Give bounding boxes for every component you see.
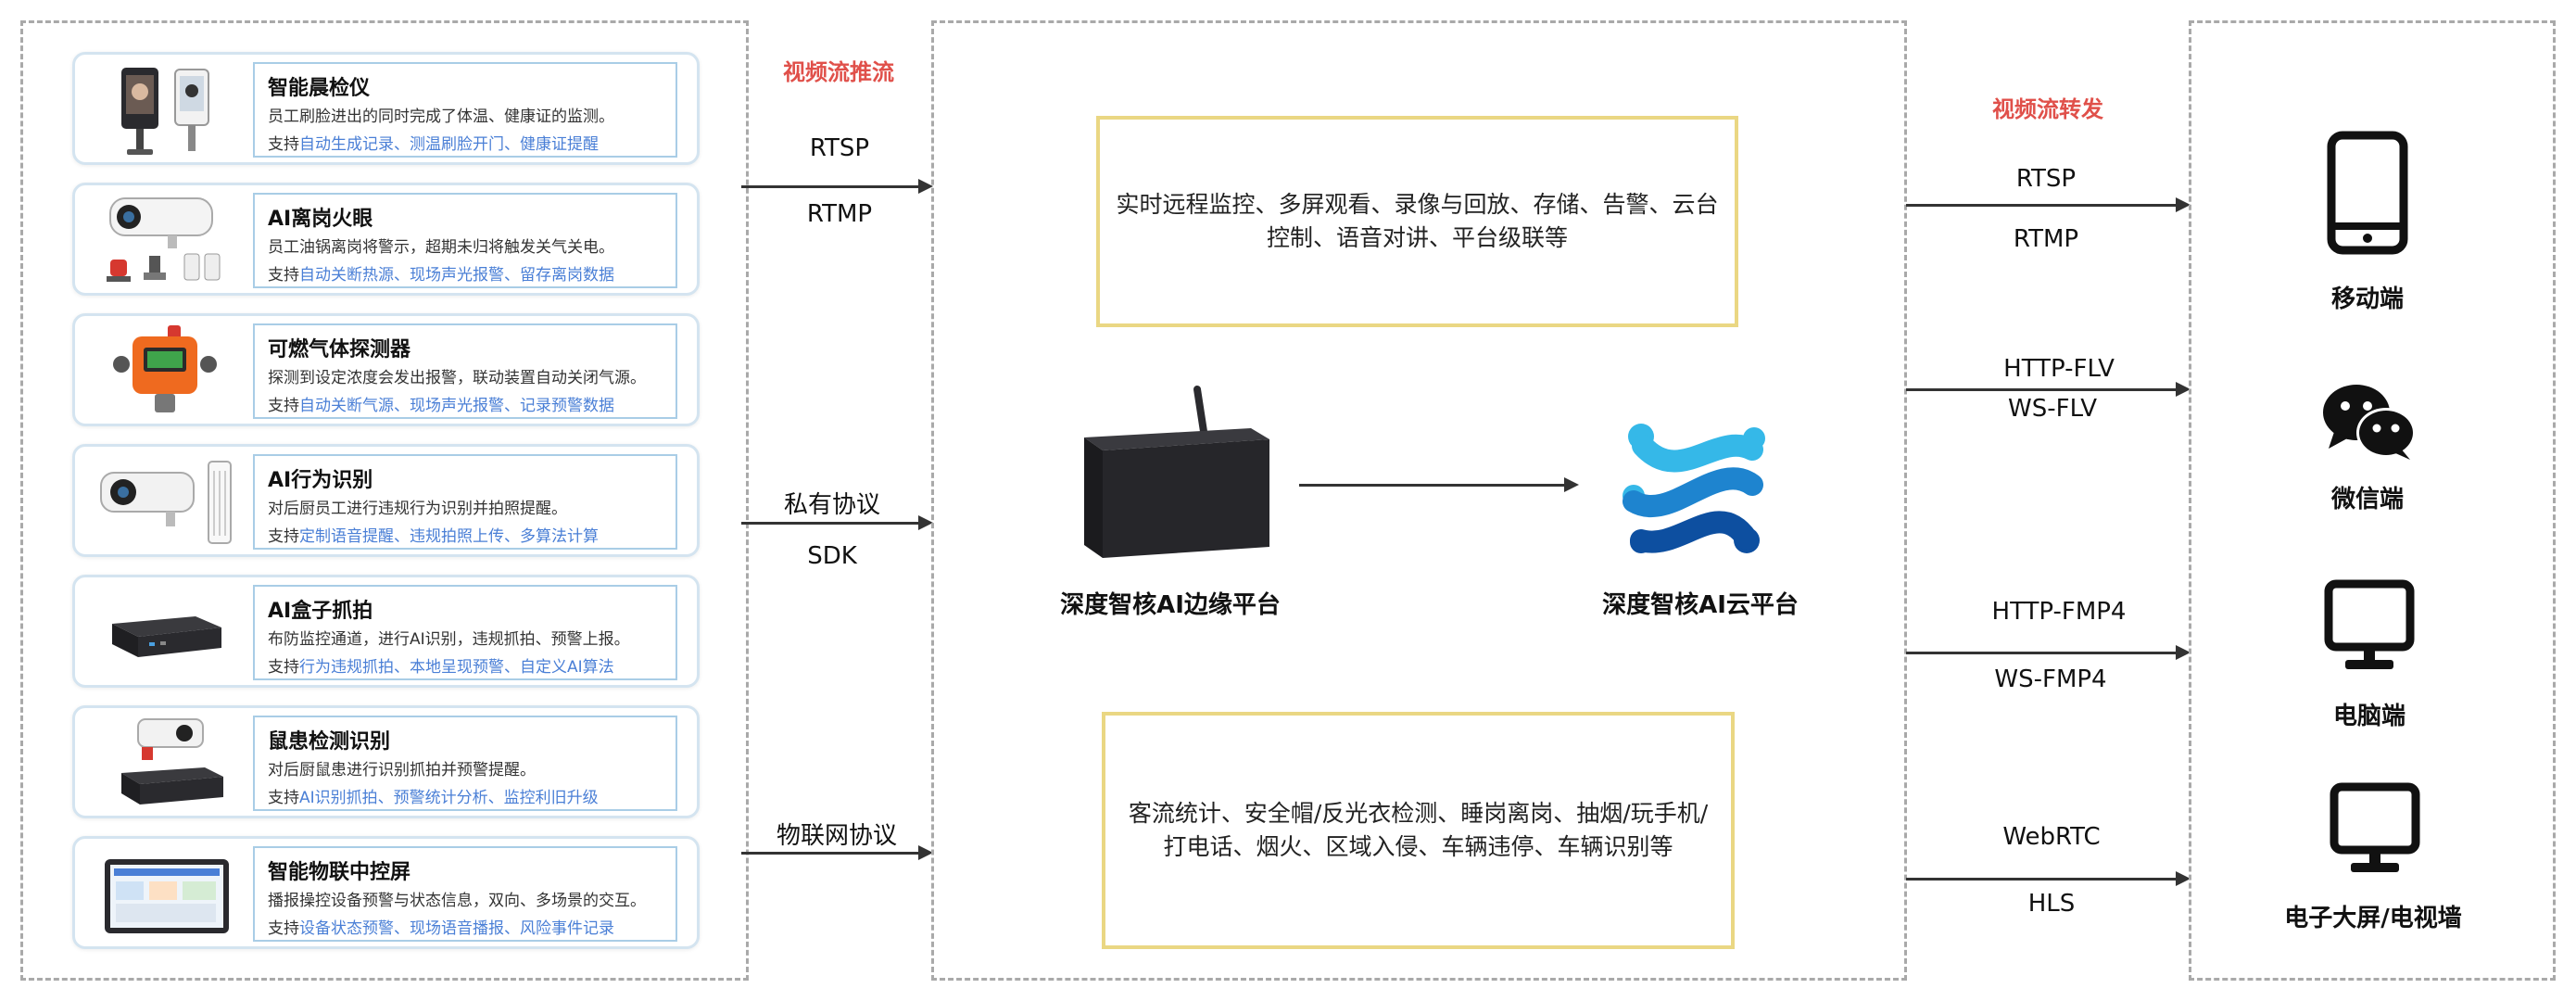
support-prefix: 支持 bbox=[268, 397, 299, 415]
device-card-gas-detector: 可燃气体探测器 探测到设定浓度会发出报警，联动装置自动关闭气源。 支持自动关断气… bbox=[72, 313, 700, 426]
wechat-icon bbox=[2321, 382, 2418, 465]
protocol-label: WebRTC bbox=[2002, 823, 2101, 851]
forward-arrow-2 bbox=[1906, 382, 2191, 397]
device-support: 支持定制语音提醒、违规拍照上传、多算法计算 bbox=[268, 523, 599, 546]
protocol-label: RTMP bbox=[2013, 225, 2079, 253]
device-title: 鼠患检测识别 bbox=[268, 730, 391, 754]
device-description: 员工油锅离岗将警示，超期未归将触发关气关电。 bbox=[268, 238, 614, 257]
device-card-ai-box: AI盒子抓拍 布防监控通道，进行AI识别，违规抓拍、预警上报。 支持行为违规抓拍… bbox=[72, 575, 700, 688]
cloud-platform-logo-icon bbox=[1615, 412, 1773, 569]
support-links[interactable]: 自动关断气源、现场声光报警、记录预警数据 bbox=[299, 397, 614, 415]
rodent-camera-icon bbox=[84, 714, 246, 812]
device-info-box: AI行为识别 对后厨员工进行违规行为识别并拍照提醒。 支持定制语音提醒、违规拍照… bbox=[253, 454, 677, 550]
platform-panel bbox=[931, 20, 1907, 981]
protocol-label: 物联网协议 bbox=[776, 822, 898, 850]
forward-arrow-3 bbox=[1906, 645, 2191, 660]
protocol-label: WS-FMP4 bbox=[1994, 665, 2107, 693]
device-info-box: 可燃气体探测器 探测到设定浓度会发出报警，联动装置自动关闭气源。 支持自动关断气… bbox=[253, 323, 677, 419]
device-description: 对后厨鼠患进行识别抓拍并预警提醒。 bbox=[268, 761, 536, 779]
monitor-icon bbox=[2323, 578, 2416, 678]
forward-arrow-1 bbox=[1906, 197, 2191, 212]
pc-client-label: 电脑端 bbox=[2332, 703, 2406, 730]
device-info-box: 智能物联中控屏 播报操控设备预警与状态信息，双向、多场景的交互。 支持设备状态预… bbox=[253, 846, 677, 942]
bullet-camera-alarm-icon bbox=[84, 191, 246, 289]
device-info-box: 鼠患检测识别 对后厨鼠患进行识别抓拍并预警提醒。 支持AI识别抓拍、预警统计分析… bbox=[253, 716, 677, 811]
support-links[interactable]: 自动生成记录、测温刷脸开门、健康证提醒 bbox=[299, 135, 599, 154]
support-prefix: 支持 bbox=[268, 658, 299, 677]
gas-detector-icon bbox=[84, 322, 246, 420]
behavior-camera-icon bbox=[84, 452, 246, 551]
device-panel bbox=[20, 20, 749, 981]
support-prefix: 支持 bbox=[268, 266, 299, 285]
platform-features-text: 实时远程监控、多屏观看、录像与回放、存储、告警、云台控制、语音对讲、平台级联等 bbox=[1116, 190, 1719, 251]
protocol-label: RTMP bbox=[806, 200, 873, 228]
ai-algorithms-text: 客流统计、安全帽/反光衣检测、睡岗离岗、抽烟/玩手机/打电话、烟火、区域入侵、车… bbox=[1128, 799, 1709, 860]
device-title: AI离岗火眼 bbox=[268, 208, 373, 231]
device-card-control-screen: 智能物联中控屏 播报操控设备预警与状态信息，双向、多场景的交互。 支持设备状态预… bbox=[72, 836, 700, 949]
large-screen-icon bbox=[2329, 781, 2421, 881]
cloud-platform-label: 深度智核AI云平台 bbox=[1602, 591, 1799, 619]
ai-box-icon bbox=[84, 583, 246, 681]
device-description: 对后厨员工进行违规行为识别并拍照提醒。 bbox=[268, 500, 567, 518]
forward-stream-label: 视频流转发 bbox=[1992, 96, 2103, 122]
device-title: AI行为识别 bbox=[268, 469, 373, 492]
device-card-rodent: 鼠患检测识别 对后厨鼠患进行识别抓拍并预警提醒。 支持AI识别抓拍、预警统计分析… bbox=[72, 705, 700, 818]
client-panel bbox=[2189, 20, 2556, 981]
device-card-behavior: AI行为识别 对后厨员工进行违规行为识别并拍照提醒。 支持定制语音提醒、违规拍照… bbox=[72, 444, 700, 557]
protocol-label: RTSP bbox=[2015, 165, 2077, 193]
device-support: 支持行为违规抓拍、本地呈现预警、自定义AI算法 bbox=[268, 653, 614, 677]
device-support: 支持自动关断热源、现场声光报警、留存离岗数据 bbox=[268, 261, 614, 285]
face-recognition-terminal-icon bbox=[84, 60, 246, 158]
protocol-label: 私有协议 bbox=[783, 491, 881, 519]
ai-algorithms-box: 客流统计、安全帽/反光衣检测、睡岗离岗、抽烟/玩手机/打电话、烟火、区域入侵、车… bbox=[1102, 712, 1735, 949]
platform-features-box: 实时远程监控、多屏观看、录像与回放、存储、告警、云台控制、语音对讲、平台级联等 bbox=[1096, 116, 1738, 327]
edge-platform-label: 深度智核AI边缘平台 bbox=[1060, 591, 1281, 619]
push-arrow-1 bbox=[741, 179, 933, 194]
device-info-box: 智能晨检仪 员工刷脸进出的同时完成了体温、健康证的监测。 支持自动生成记录、测温… bbox=[253, 62, 677, 158]
device-title: 可燃气体探测器 bbox=[268, 338, 411, 361]
big-screen-client-label: 电子大屏/电视墙 bbox=[2284, 905, 2462, 932]
device-support: 支持自动生成记录、测温刷脸开门、健康证提醒 bbox=[268, 131, 599, 154]
wechat-client-label: 微信端 bbox=[2330, 486, 2405, 513]
device-card-morning-check: 智能晨检仪 员工刷脸进出的同时完成了体温、健康证的监测。 支持自动生成记录、测温… bbox=[72, 52, 700, 165]
device-title: 智能物联中控屏 bbox=[268, 861, 411, 884]
device-title: 智能晨检仪 bbox=[268, 77, 371, 100]
device-description: 探测到设定浓度会发出报警，联动装置自动关闭气源。 bbox=[268, 369, 646, 387]
support-links[interactable]: 设备状态预警、现场语音播报、风险事件记录 bbox=[299, 919, 614, 938]
device-support: 支持自动关断气源、现场声光报警、记录预警数据 bbox=[268, 392, 614, 415]
forward-arrow-4 bbox=[1906, 871, 2191, 886]
support-prefix: 支持 bbox=[268, 135, 299, 154]
device-title: AI盒子抓拍 bbox=[268, 600, 373, 623]
support-links[interactable]: 自动关断热源、现场声光报警、留存离岗数据 bbox=[299, 266, 614, 285]
support-prefix: 支持 bbox=[268, 527, 299, 546]
device-support: 支持设备状态预警、现场语音播报、风险事件记录 bbox=[268, 915, 614, 938]
device-info-box: AI盒子抓拍 布防监控通道，进行AI识别，违规抓拍、预警上报。 支持行为违规抓拍… bbox=[253, 585, 677, 680]
mobile-client-label: 移动端 bbox=[2330, 285, 2405, 313]
edge-to-cloud-arrow bbox=[1299, 477, 1579, 492]
device-description: 播报操控设备预警与状态信息，双向、多场景的交互。 bbox=[268, 892, 646, 910]
device-description: 员工刷脸进出的同时完成了体温、健康证的监测。 bbox=[268, 108, 614, 126]
device-description: 布防监控通道，进行AI识别，违规抓拍、预警上报。 bbox=[268, 630, 630, 649]
device-card-fire-eye: AI离岗火眼 员工油锅离岗将警示，超期未归将触发关气关电。 支持自动关断热源、现… bbox=[72, 183, 700, 296]
support-prefix: 支持 bbox=[268, 919, 299, 938]
push-arrow-3 bbox=[741, 845, 933, 860]
device-support: 支持AI识别抓拍、预警统计分析、监控利旧升级 bbox=[268, 784, 599, 807]
protocol-label: HTTP-FMP4 bbox=[1991, 598, 2127, 626]
push-stream-label: 视频流推流 bbox=[783, 59, 894, 85]
push-arrow-2 bbox=[741, 515, 933, 530]
control-screen-icon bbox=[84, 844, 246, 943]
protocol-label: HLS bbox=[2027, 890, 2076, 918]
support-prefix: 支持 bbox=[268, 789, 299, 807]
edge-server-icon bbox=[1075, 382, 1279, 571]
protocol-label: WS-FLV bbox=[2008, 395, 2097, 423]
smartphone-icon bbox=[2326, 130, 2409, 260]
protocol-label: HTTP-FLV bbox=[2003, 355, 2115, 383]
support-links[interactable]: 定制语音提醒、违规拍照上传、多算法计算 bbox=[299, 527, 599, 546]
device-info-box: AI离岗火眼 员工油锅离岗将警示，超期未归将触发关气关电。 支持自动关断热源、现… bbox=[253, 193, 677, 288]
support-links[interactable]: 行为违规抓拍、本地呈现预警、自定义AI算法 bbox=[299, 658, 614, 677]
protocol-label: RTSP bbox=[809, 134, 870, 162]
protocol-label: SDK bbox=[807, 542, 857, 570]
support-links[interactable]: AI识别抓拍、预警统计分析、监控利旧升级 bbox=[299, 789, 599, 807]
